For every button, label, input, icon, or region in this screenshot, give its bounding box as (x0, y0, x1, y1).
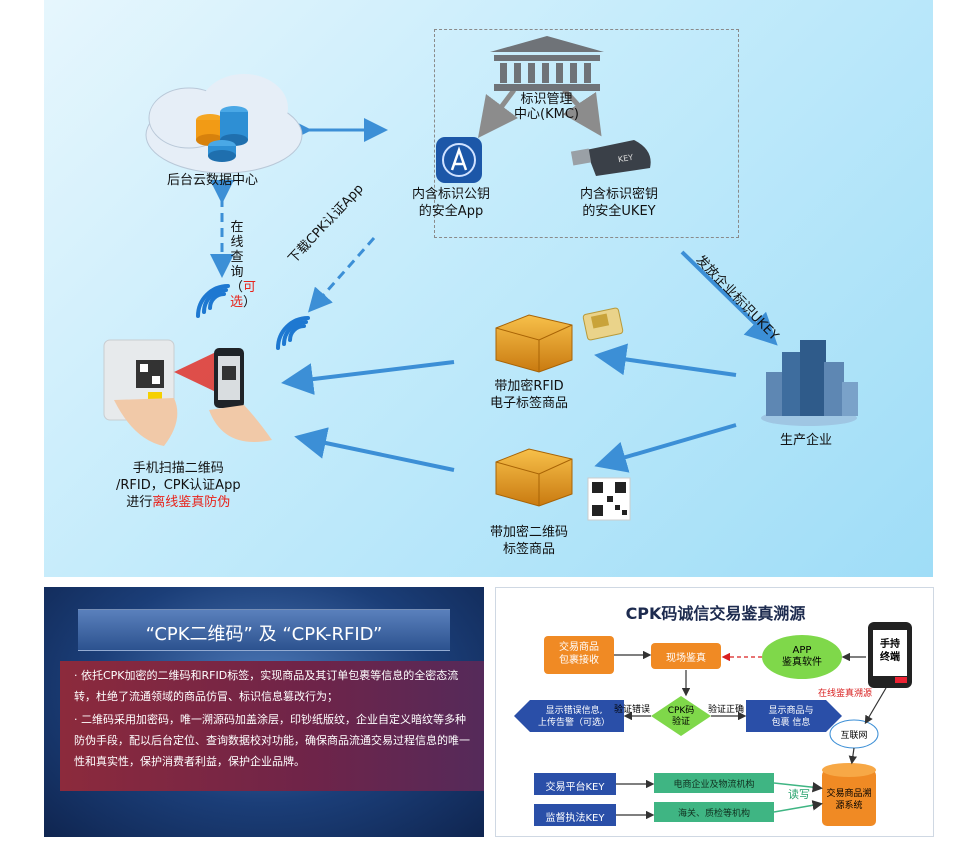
readwrite-label: 读写 (788, 788, 810, 801)
phone-scan-image (103, 339, 272, 446)
handheld-label: 手持终端 (880, 639, 900, 663)
ok-label: 显示商品与包裹 信息 (768, 706, 814, 728)
cpk-intro-panel: “CPK二维码” 及 “CPK-RFID” · 依托CPK加密的二维码和RFID… (44, 587, 484, 837)
ecom-label: 电商企业及物流机构 (673, 780, 755, 790)
platform-key-label: 交易平台KEY (545, 782, 605, 793)
intro-bullet-2: · 二维码采用加密码，唯一溯源码加盖涂层，印钞纸版纹，企业自定义暗纹等多种防伪手… (74, 713, 470, 768)
online-trace-label: 在线鉴真溯源 (818, 689, 873, 699)
app-ellipse (762, 635, 842, 679)
intro-title-bar: “CPK二维码” 及 “CPK-RFID” (78, 609, 450, 651)
app-label: 内含标识公钥的安全App (412, 187, 491, 219)
kmc-label: 标识管理中心(KMC) (514, 92, 579, 122)
platform-key-box (534, 773, 616, 795)
enterprise-label: 生产企业 (780, 433, 833, 448)
trace-flow-shapes (514, 622, 912, 826)
kmc-box (434, 29, 739, 238)
online-query-label: 在线查询（可选） (230, 220, 257, 310)
cpk-verify-diamond (651, 696, 711, 736)
qr-product-label: 带加密二维码标签商品 (490, 525, 569, 557)
intro-bullet-1: · 依托CPK加密的二维码和RFID标签，实现商品及其订单包裹等信息的全密态流转… (74, 669, 459, 703)
ukey-icon (570, 140, 651, 176)
cloud-data-center-icon (145, 74, 303, 174)
onsite-label: 现场鉴真 (666, 653, 706, 664)
app-store-icon (436, 137, 482, 183)
cpk-verify-label: CPK码验证 (667, 706, 695, 727)
intro-title: “CPK二维码” 及 “CPK-RFID” (145, 624, 383, 645)
intro-text-box: · 依托CPK加密的二维码和RFID标签，实现商品及其订单包裹等信息的全密态流转… (60, 661, 484, 791)
onsite-box (651, 643, 721, 669)
customs-box (654, 802, 774, 822)
cpk-flow-diagram: 后台云数据中心 在线查询（可选） 下载CPK认证App 标识管理中心(KMC) … (44, 0, 933, 577)
receive-label: 交易商品包裹接收 (559, 642, 599, 666)
bank-building-icon (490, 36, 604, 91)
customs-label: 海关、质检等机构 (677, 809, 750, 819)
enforce-key-label: 监督执法KEY (545, 813, 605, 824)
ukey-label: 内含标识密钥的安全UKEY (580, 187, 659, 219)
flow-arrows (103, 36, 858, 521)
error-shape (514, 700, 624, 732)
enforce-key-box (534, 804, 616, 826)
verify-correct-label: 验证正确 (708, 705, 745, 715)
enterprise-buildings-icon (761, 340, 858, 426)
verify-error-label: 验证错误 (614, 705, 651, 715)
ok-shape (746, 700, 842, 732)
rfid-product-box-icon (495, 307, 624, 373)
error-label: 显示错误信息,上传告警（可选） (537, 706, 610, 728)
trace-title: CPK码诚信交易鉴真溯源 (625, 604, 806, 623)
ecom-box (654, 773, 774, 793)
ukey-badge: KEY (617, 152, 634, 165)
trace-system-label: 交易商品溯源系统 (826, 789, 872, 811)
internet-label: 互联网 (840, 731, 868, 741)
wireless-icon (196, 284, 310, 350)
qr-product-box-icon (495, 448, 631, 521)
receive-box (544, 636, 614, 674)
cloud-label: 后台云数据中心 (167, 173, 259, 188)
trace-system-cylinder (822, 770, 876, 826)
